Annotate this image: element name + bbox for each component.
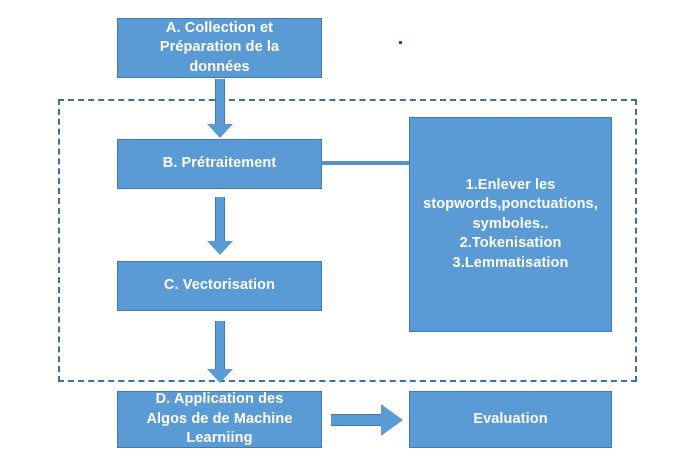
arrow-a-to-b-icon	[207, 79, 233, 138]
node-d-label: D. Application des Algos de de Machine L…	[146, 391, 293, 447]
connector-b-to-detail	[322, 161, 410, 165]
arrow-head	[381, 404, 403, 436]
node-pretraitement-steps-detail[interactable]: 1.Enlever les stopwords,ponctuations, sy…	[409, 117, 612, 332]
node-evaluation[interactable]: Evaluation	[409, 391, 612, 448]
node-a-collection-preparation[interactable]: A. Collection et Préparation de la donné…	[117, 18, 322, 78]
node-c-label: C. Vectorisation	[163, 277, 276, 294]
node-c-vectorisation[interactable]: C. Vectorisation	[117, 261, 322, 311]
arrow-head	[207, 369, 233, 383]
arrow-shaft	[331, 414, 381, 426]
arrow-shaft	[215, 197, 225, 241]
node-d-application-machine-learning[interactable]: D. Application des Algos de de Machine L…	[117, 391, 322, 448]
node-detail-label: 1.Enlever les stopwords,ponctuations, sy…	[423, 176, 598, 271]
dashed-grouping-region	[58, 99, 637, 382]
arrow-d-to-evaluation-icon	[331, 404, 403, 436]
arrow-c-to-d-icon	[207, 321, 233, 383]
node-b-pretraitement[interactable]: B. Prétraitement	[117, 139, 322, 189]
arrow-b-to-c-icon	[207, 197, 233, 255]
stray-dot-artifact	[399, 41, 402, 44]
arrow-shaft	[215, 79, 225, 124]
node-a-label: A. Collection et Préparation de la donné…	[159, 19, 280, 75]
arrow-head	[207, 241, 233, 255]
arrow-shaft	[215, 321, 225, 369]
arrow-head	[207, 124, 233, 138]
node-b-label: B. Prétraitement	[162, 155, 277, 172]
node-evaluation-label: Evaluation	[473, 410, 548, 427]
